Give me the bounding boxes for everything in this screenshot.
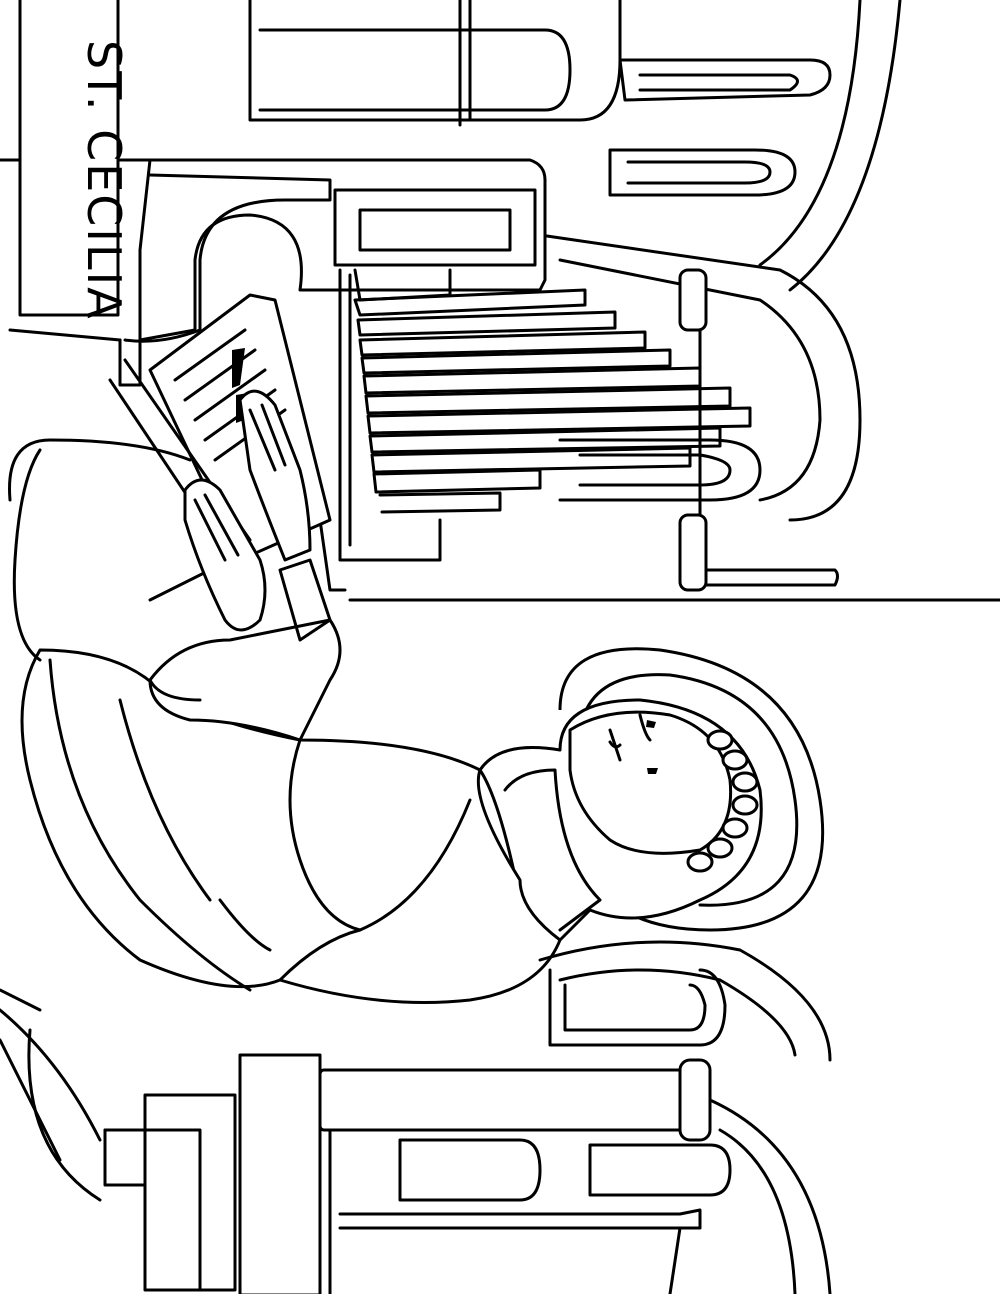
organ-pipes	[355, 270, 750, 512]
saint-cecilia-figure	[10, 391, 823, 1002]
right-hand	[240, 391, 310, 560]
right-columns	[680, 270, 838, 590]
bench	[0, 990, 235, 1290]
sleeve	[150, 620, 340, 740]
hair-braid	[688, 731, 757, 871]
bottom-colonnade	[240, 942, 830, 1294]
title-sign-text: ST. CECILIA	[77, 40, 131, 321]
title-sign: ST. CECILIA	[20, 0, 131, 321]
background-arches	[0, 0, 1000, 600]
